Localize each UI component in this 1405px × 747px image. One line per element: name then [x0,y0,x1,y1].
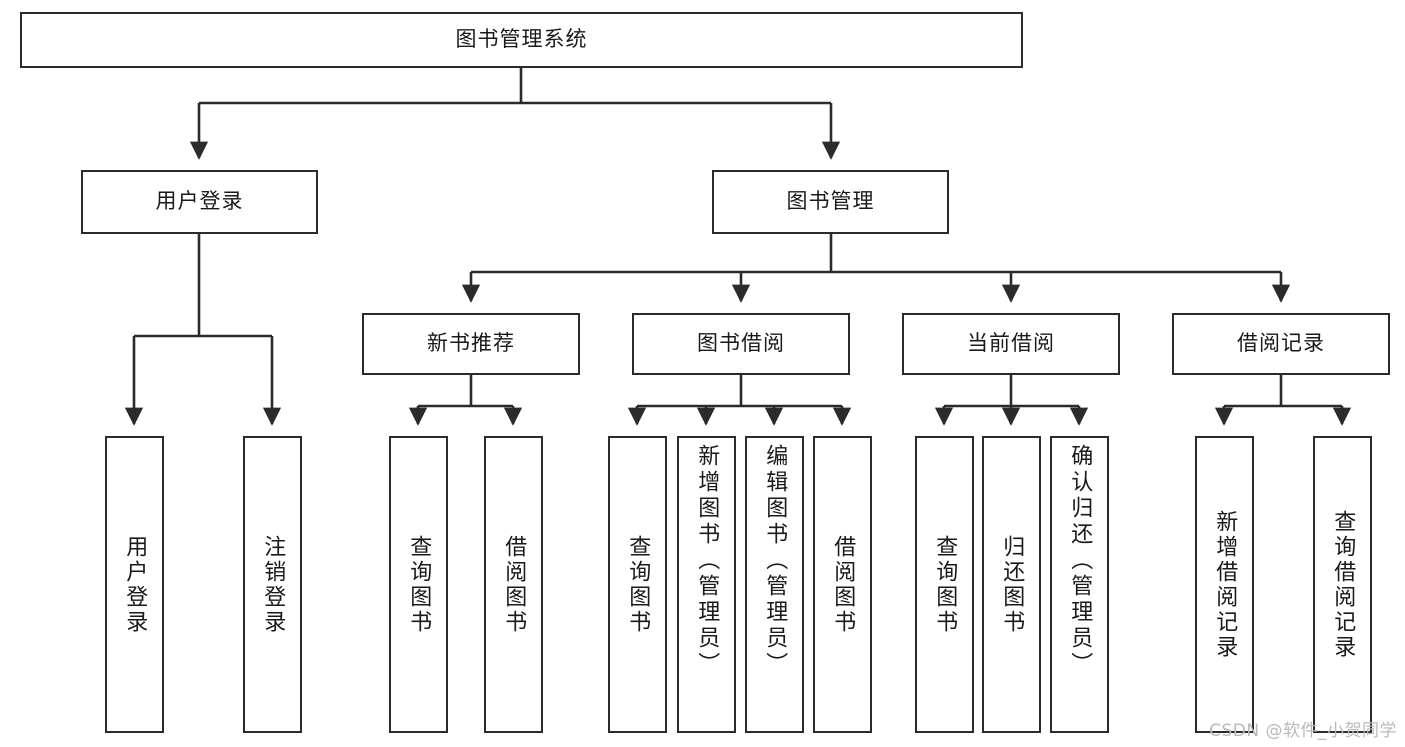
node-label: 查询图书 [932,534,958,635]
leaf-query-book-recommend[interactable]: 查询图书 [389,436,448,733]
leaf-add-book-admin[interactable]: 新增图书（管理员） [677,436,736,733]
watermark: CSDN @软件_小贺同学 [1209,721,1397,741]
leaf-confirm-return-admin[interactable]: 确认归还（管理员） [1050,436,1109,733]
node-label: 用户登录 [155,189,244,214]
node-book-management[interactable]: 图书管理 [712,170,949,234]
node-book-borrow[interactable]: 图书借阅 [632,313,850,375]
node-label: 图书借阅 [697,331,785,356]
node-label: 编辑图书（管理员） [762,444,788,678]
node-label: 新增图书（管理员） [694,444,720,678]
node-current-borrow[interactable]: 当前借阅 [902,313,1120,375]
node-label: 新增借阅记录 [1212,509,1238,660]
leaf-user-login[interactable]: 用户登录 [105,436,164,733]
node-label: 借阅图书 [830,534,856,635]
node-label: 新书推荐 [427,331,515,356]
node-label: 借阅记录 [1237,331,1325,356]
node-label: 注销登录 [260,534,286,635]
leaf-query-borrow-record[interactable]: 查询借阅记录 [1313,436,1372,733]
leaf-user-logout[interactable]: 注销登录 [243,436,302,733]
leaf-edit-book-admin[interactable]: 编辑图书（管理员） [745,436,804,733]
leaf-query-book[interactable]: 查询图书 [608,436,667,733]
node-label: 查询图书 [406,534,432,635]
leaf-borrow-book[interactable]: 借阅图书 [813,436,872,733]
node-label: 查询借阅记录 [1330,509,1356,660]
node-label: 图书管理系统 [455,27,588,52]
node-label: 用户登录 [122,534,148,635]
leaf-return-book[interactable]: 归还图书 [982,436,1041,733]
node-label: 归还图书 [999,534,1025,635]
leaf-add-borrow-record[interactable]: 新增借阅记录 [1195,436,1254,733]
node-label: 查询图书 [625,534,651,635]
node-label: 图书管理 [786,189,875,214]
node-user-login[interactable]: 用户登录 [81,170,318,234]
leaf-query-book-current[interactable]: 查询图书 [915,436,974,733]
node-label: 当前借阅 [967,331,1055,356]
node-new-book-recommend[interactable]: 新书推荐 [362,313,580,375]
leaf-borrow-book-recommend[interactable]: 借阅图书 [484,436,543,733]
node-label: 确认归还（管理员） [1067,444,1093,678]
node-borrow-record[interactable]: 借阅记录 [1172,313,1390,375]
node-label: 借阅图书 [501,534,527,635]
node-root[interactable]: 图书管理系统 [20,12,1023,68]
